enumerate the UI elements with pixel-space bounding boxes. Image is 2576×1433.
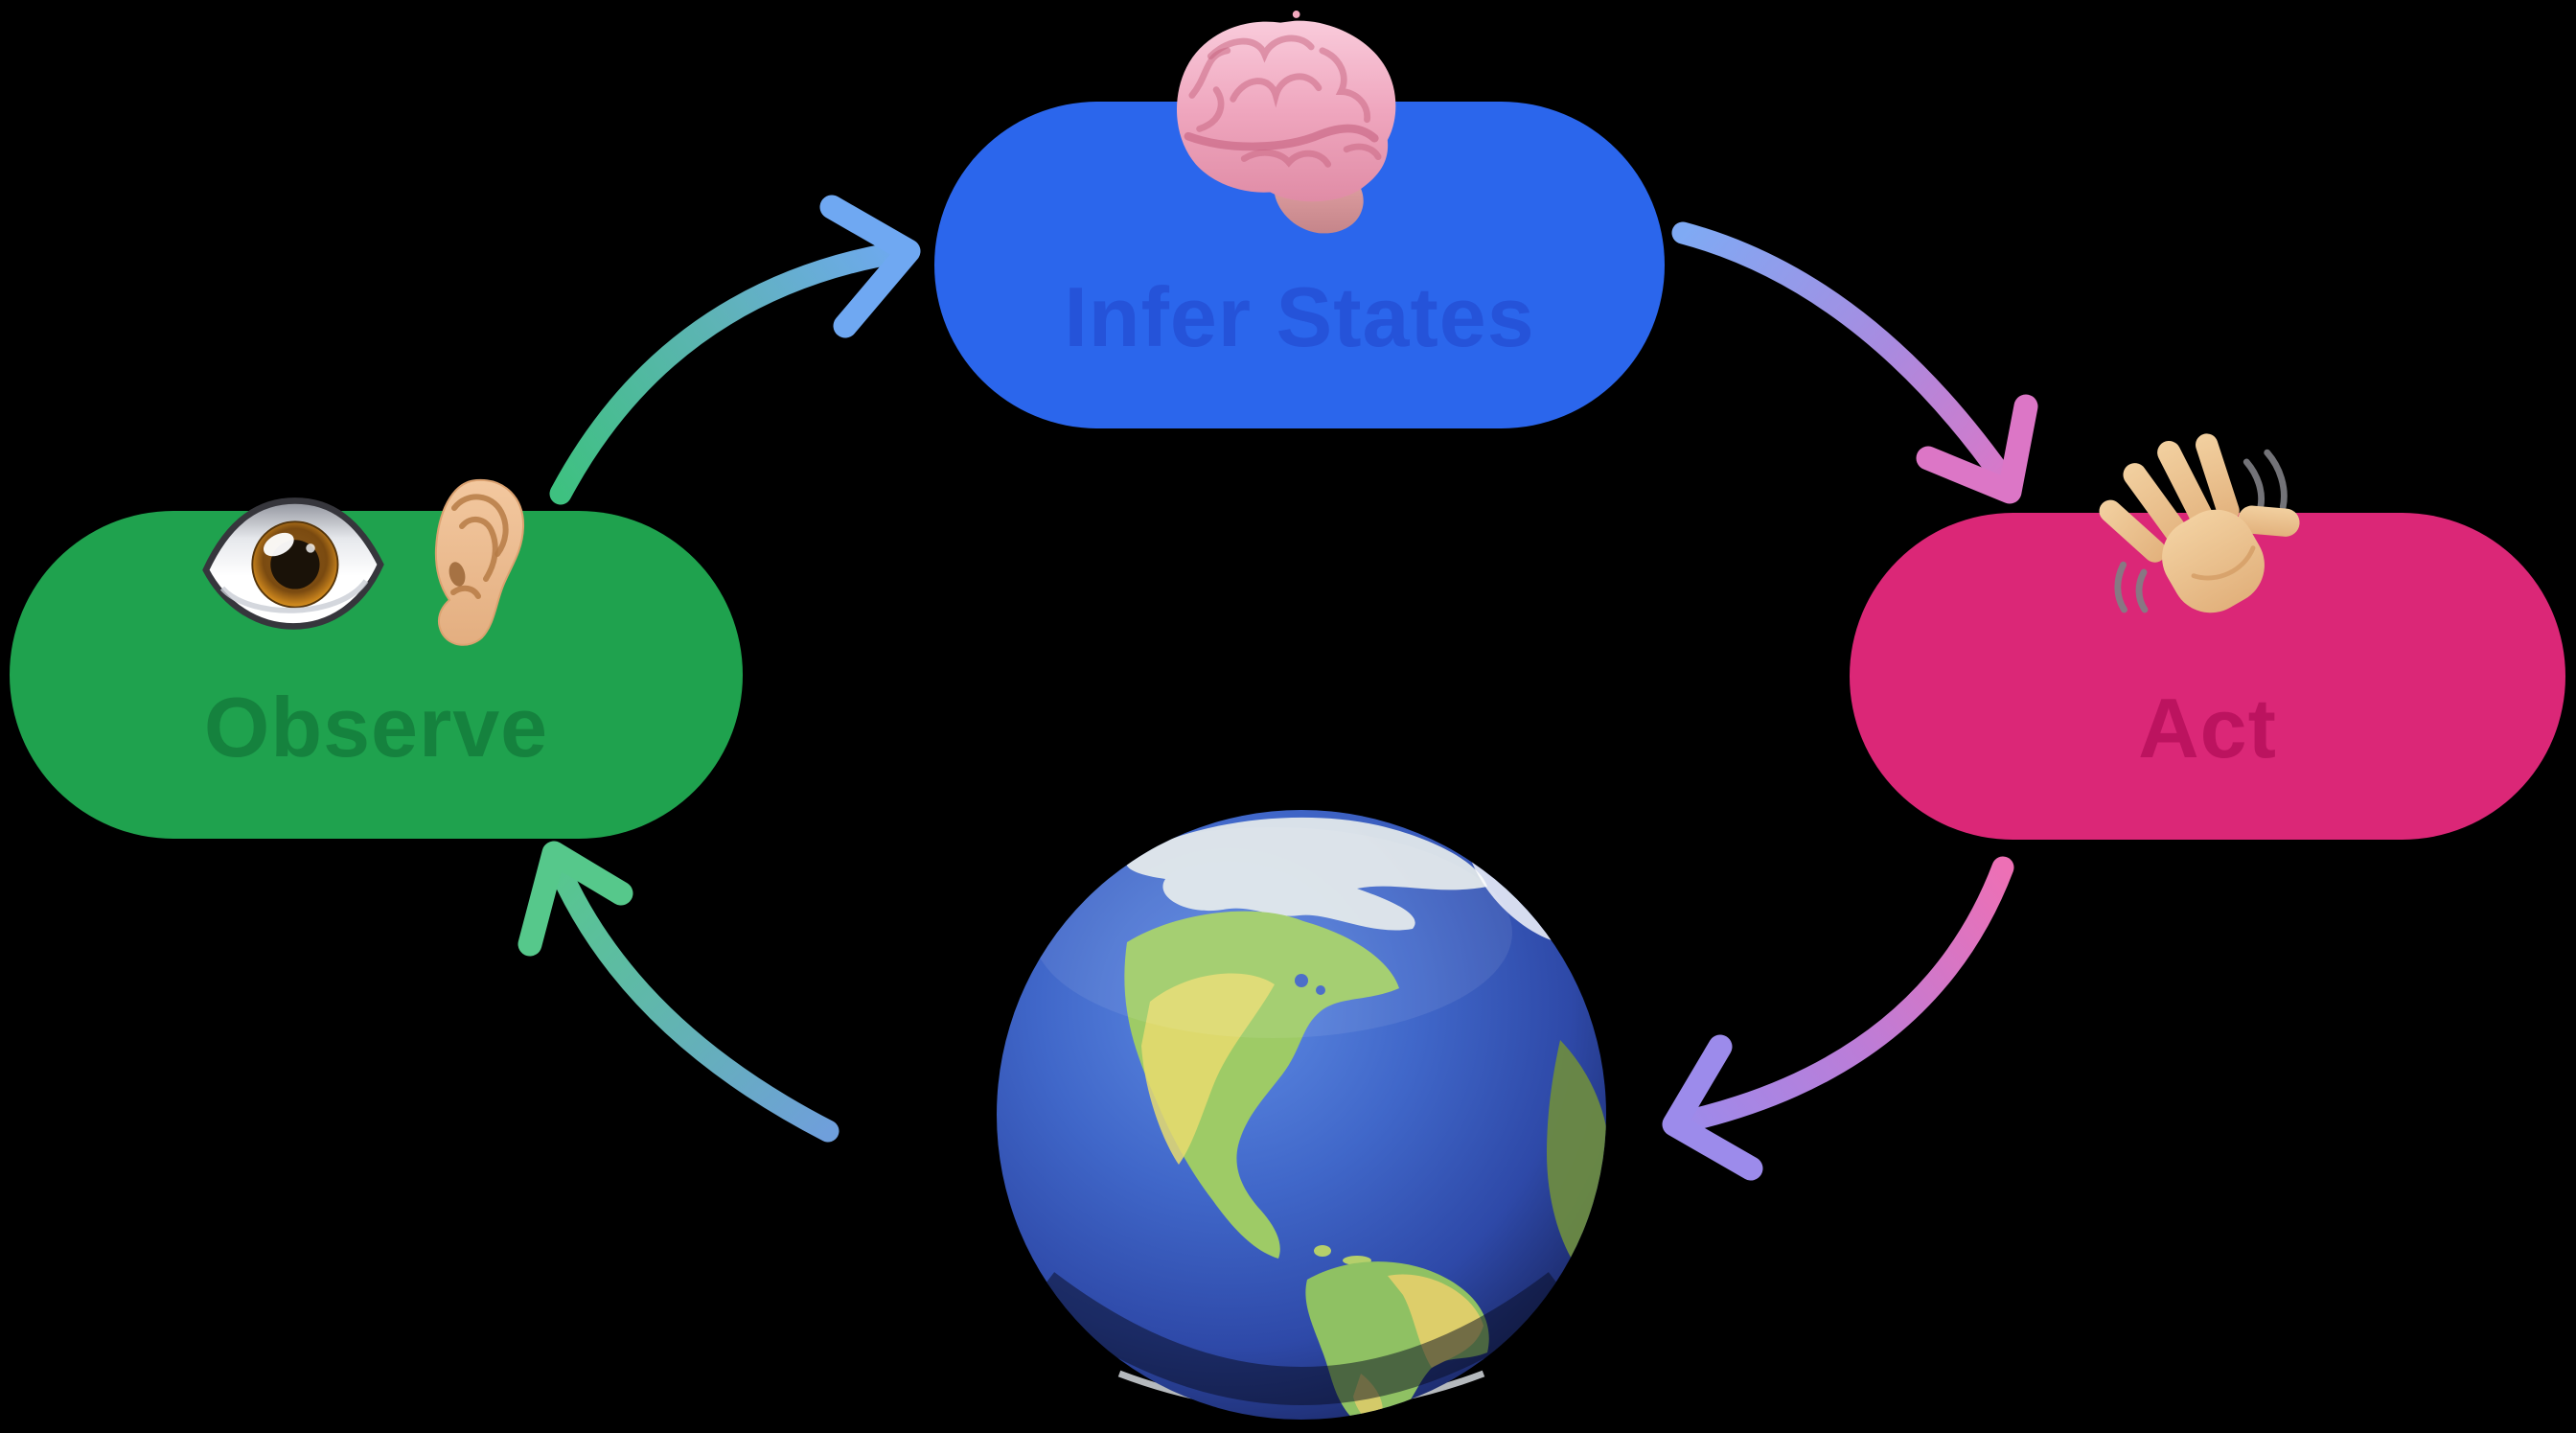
brain-icon — [1176, 11, 1396, 234]
node-act-label: Act — [2138, 681, 2277, 776]
arrow-infer-to-act — [1671, 221, 2038, 504]
node-infer-states-label: Infer States — [1064, 269, 1535, 365]
arrow-observe-to-infer — [549, 195, 921, 505]
node-observe-label: Observe — [203, 679, 549, 774]
waving-hand-icon — [2099, 433, 2300, 613]
globe-americas-icon — [997, 810, 1606, 1420]
node-observe: Observe — [10, 511, 743, 839]
arrow-act-to-globe — [1662, 856, 2014, 1181]
eye-icon — [202, 497, 384, 630]
node-infer-states: Infer States — [934, 102, 1665, 428]
arrow-globe-to-observe — [518, 841, 840, 1143]
motion-lines — [2114, 449, 2288, 613]
ear-icon — [434, 478, 525, 646]
